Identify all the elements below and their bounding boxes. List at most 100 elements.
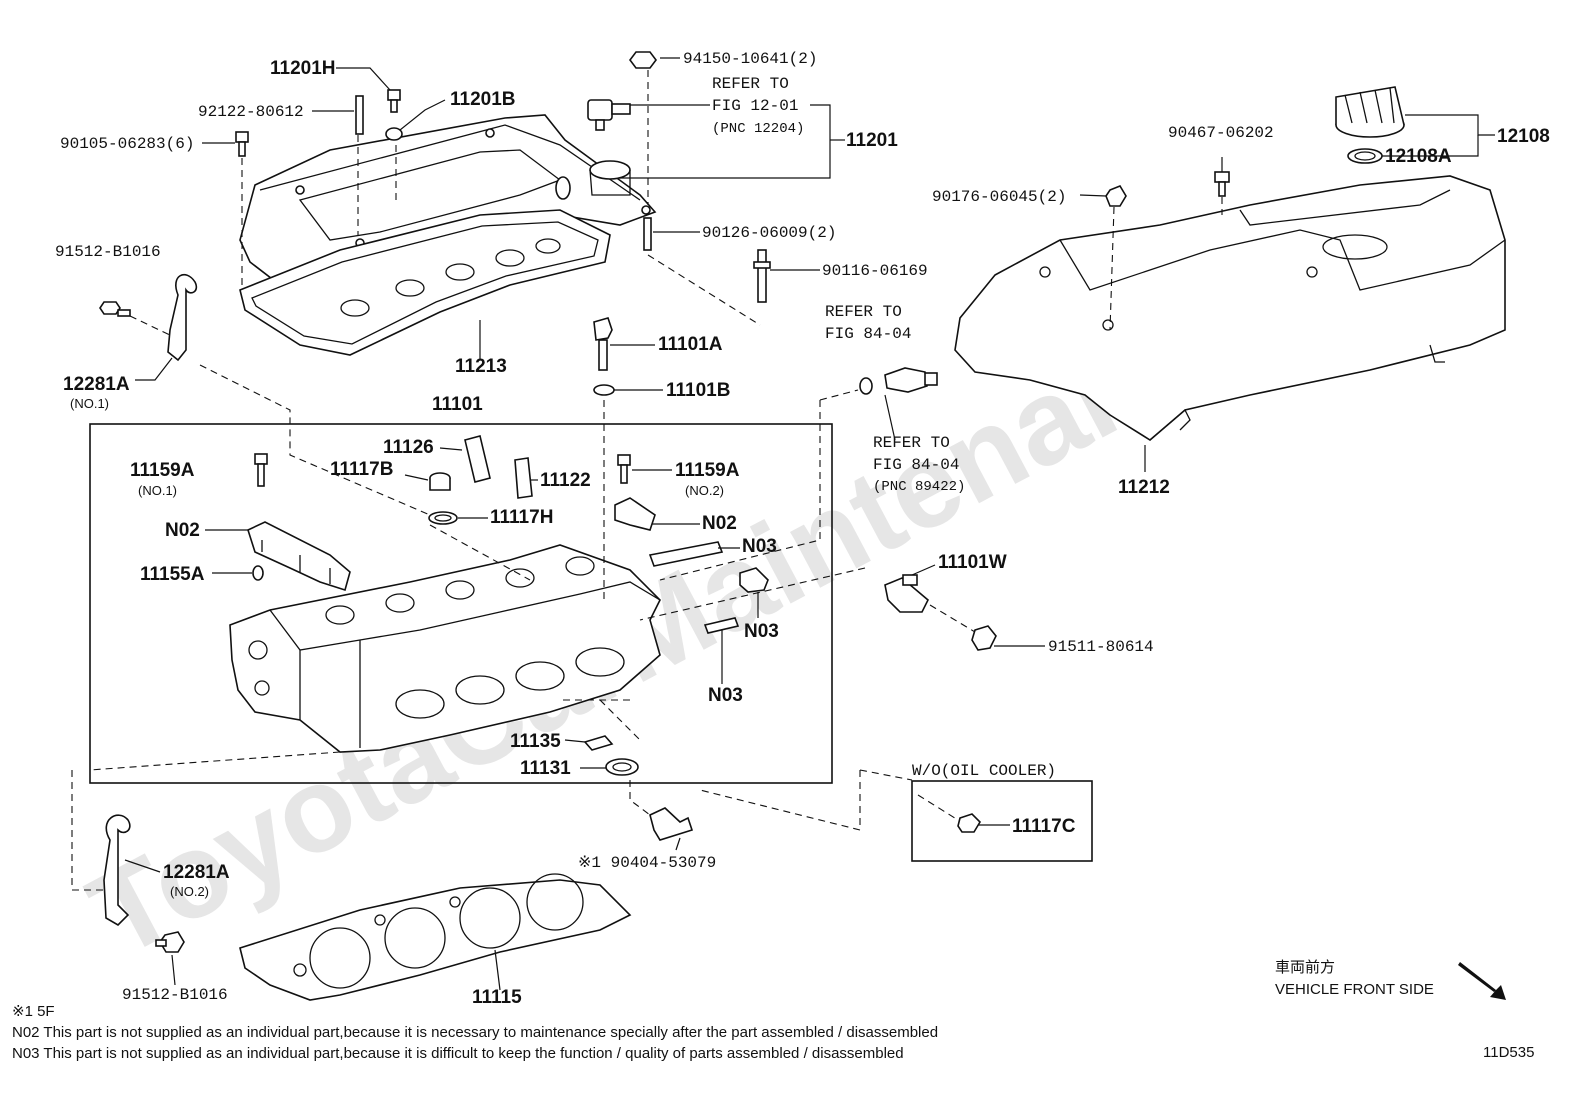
label-11122: 11122 [540,470,591,491]
stud-N03-upper [648,541,724,567]
label-12281A-no1: 12281A [63,374,130,395]
bolt-91512-B1016-upper [99,301,131,317]
label-11101B: 11101B [666,380,730,401]
bolt-11201H [387,89,401,113]
footnotes: ※1 5F N02 This part is not supplied as a… [12,1003,938,1062]
engine-cover-part [954,175,1506,441]
engine-hanger-no2-part [103,814,131,927]
valve-cover-gasket-part [239,209,611,356]
label-12281A-no2-sub: (NO.2) [170,884,209,899]
label-11159A-no2-sub: (NO.2) [685,483,724,498]
label-refer-fig-84-04a-line1: REFER TO [825,303,902,321]
label-refer-fig-84-04b-line3: (PNC 89422) [873,479,965,495]
bolt-11159A-no1 [254,453,268,487]
label-wo-oil-cooler: W/O(OIL COOLER) [912,762,1056,780]
bearing-cap-N02-left [247,521,351,592]
stud-90126-06009 [643,217,652,251]
washer-11101B [593,384,615,396]
label-11155A: 11155A [140,564,205,585]
figure-code: 11D535 [1483,1044,1534,1061]
label-12281A-no2: 12281A [163,862,230,883]
label-N02-left: N02 [165,520,200,541]
stud-90116-06169 [753,249,771,303]
plug-11117B [429,472,451,491]
footnote-n02: N02 This part is not supplied as an indi… [12,1024,938,1041]
engine-hanger-no1-part [167,273,198,362]
label-11101A: 11101A [658,334,723,355]
label-11201B: 11201B [450,89,516,110]
footnote-n03: N03 This part is not supplied as an indi… [12,1045,904,1062]
bolt-11159A-no2 [617,454,631,484]
label-N03-lower: N03 [708,685,743,706]
bearing-cap-N02-right [614,497,656,531]
cylinder-head-assembly-box [89,423,833,784]
footnote-1: ※1 5F [12,1003,55,1020]
label-refer-fig-12-01-line3: (PNC 12204) [712,121,804,137]
bolt-91512-B1016-lower [155,931,185,953]
gasket-11135 [583,735,614,751]
label-N03-middle: N03 [744,621,779,642]
nut-94150-10641 [629,51,657,69]
label-11101W: 11101W [938,552,1007,573]
dowel-11126 [464,435,491,483]
oil-filler-cap-12108 [1335,86,1405,138]
vehicle-front-label-jp: 車両前方 [1275,959,1335,976]
label-11201H: 11201H [270,58,336,79]
label-90116-06169: 90116-06169 [822,262,928,280]
bushing-N03 [739,567,769,593]
vehicle-front-arrow-icon [1458,962,1506,1000]
bolt-90105-06283 [235,131,249,157]
label-11117H: 11117H [490,507,553,528]
label-94150-10641: 94150-10641(2) [683,50,817,68]
label-90105-06283: 90105-06283(6) [60,135,194,153]
plug-11117C [957,813,982,833]
label-11101: 11101 [432,394,483,415]
label-11159A-no1: 11159A [130,460,195,481]
stud-92122-80612 [355,95,364,135]
grommet-90176-06045 [1105,185,1127,207]
label-refer-fig-84-04b-line1: REFER TO [873,434,950,452]
label-90404-53079: ※1 90404-53079 [578,854,716,872]
label-N03-upper: N03 [742,536,777,557]
label-11159A-no2: 11159A [675,460,740,481]
bolt-11101A [593,317,613,371]
oil-filler-gasket-12108A [1347,148,1383,164]
label-11159A-no1-sub: (NO.1) [138,483,177,498]
vehicle-front-label-en: VEHICLE FRONT SIDE [1275,981,1434,998]
label-11131: 11131 [520,758,571,779]
label-11212: 11212 [1118,477,1170,498]
head-gasket-part [239,873,632,1001]
label-11115: 11115 [472,987,522,1008]
label-refer-fig-84-04a-line2: FIG 84-04 [825,325,911,343]
part-labels: 11201H 11201B 92122-80612 90105-06283(6)… [55,50,1550,1061]
label-refer-fig-12-01-line2: FIG 12-01 [712,97,798,115]
label-refer-fig-12-01-line1: REFER TO [712,75,789,93]
label-11135: 11135 [510,731,561,752]
label-11201: 11201 [846,130,898,151]
label-90126-06009: 90126-06009(2) [702,224,836,242]
pin-11155A [252,565,264,581]
gasket-11117H [428,511,458,525]
sensor-12204 [587,99,631,131]
label-12108A: 12108A [1385,146,1452,167]
label-12108: 12108 [1497,126,1550,147]
gasket-11131 [605,758,639,776]
label-11117B: 11117B [330,459,393,480]
union-90404-53079 [649,807,694,841]
oil-cooler-box [911,780,1093,862]
bolt-91511-80614 [971,625,997,651]
sensor-11101W [884,574,929,613]
label-N02-right: N02 [702,513,737,534]
dowel-11122 [514,457,533,499]
label-90467-06202: 90467-06202 [1168,124,1274,142]
label-91511-80614: 91511-80614 [1048,638,1154,656]
dashed-guide-lines [71,70,1223,891]
label-11213: 11213 [455,356,507,377]
label-11126: 11126 [383,437,434,458]
pin-N03-lower [703,617,740,634]
label-90176-06045: 90176-06045(2) [932,188,1066,206]
label-refer-fig-84-04b-line2: FIG 84-04 [873,456,959,474]
label-91512-B1016-lower: 91512-B1016 [122,986,228,1004]
bolt-90467-06202 [1214,171,1230,197]
